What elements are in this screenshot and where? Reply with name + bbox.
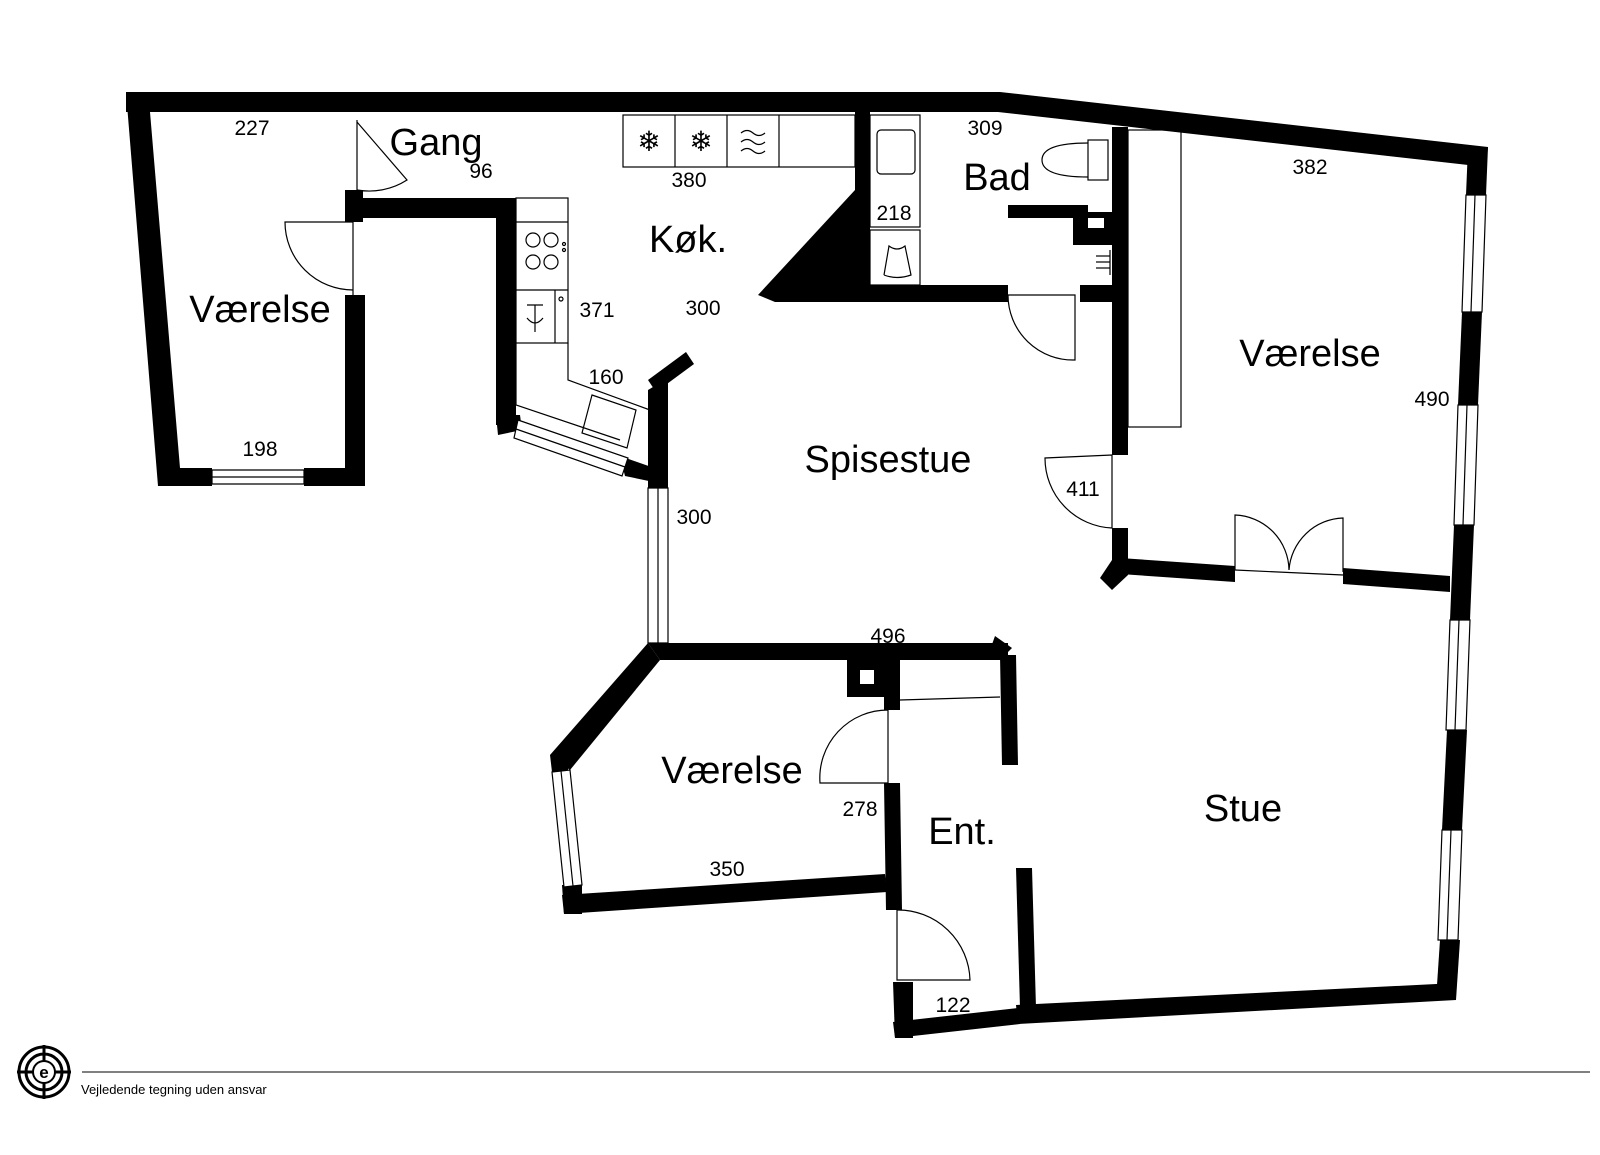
door-entre [896,909,971,981]
dimension-labels: 227 96 380 309 382 218 371 300 160 198 4… [234,117,1449,1017]
wall-bath-fill [775,200,870,302]
room-label-spisestue: Spisestue [805,439,972,481]
dim-160: 160 [588,366,623,389]
window-east-3 [1445,619,1471,731]
wall-bath-diag [758,190,870,302]
fridge-icon: ❄ [689,125,712,158]
doors [284,120,1344,981]
dim-496: 496 [870,625,905,648]
walls [126,92,1488,1038]
dim-411: 411 [1066,478,1099,501]
wall-gang-stub [345,190,363,222]
wall-north [126,92,1000,112]
wall-vs-south [562,874,887,914]
fixtures: ❄ ❄ [515,114,1182,449]
window-east-4 [1437,829,1463,941]
door-double [1234,514,1344,572]
stove-icon [525,232,567,270]
wall-ne-west-1 [1112,127,1128,455]
room-label-vaerelse-s: Værelse [661,750,803,792]
wall-kitchen-east [648,378,668,488]
shower-icon [1096,250,1111,275]
room-label-bad: Bad [963,157,1031,199]
dim-350: 350 [709,858,744,881]
wall-vs-sw [562,885,582,914]
wall-kitchen-west [496,198,516,425]
toilet-icon [1041,139,1109,181]
wall-east-2 [1458,312,1482,405]
wall-vs-diag [550,643,660,770]
door-ne-room [1044,454,1113,529]
wall-bath-south-2 [1080,285,1120,302]
room-label-gang: Gang [390,122,483,164]
dim-218: 218 [876,202,911,225]
bath-washer [869,229,921,286]
dim-278: 278 [842,798,877,821]
dishwasher-icon [740,129,766,155]
wardrobe [1127,129,1182,428]
wall-east-nw [345,295,365,486]
wall-bath-inner [1008,205,1088,218]
kitchen-counter-side [515,197,569,344]
wall-west [126,92,180,486]
dim-382: 382 [1292,156,1327,179]
wall-south-nw-1 [158,468,212,486]
wall-ne-south-1 [1120,558,1235,582]
wall-bath-south-1 [775,285,1008,302]
wall-south-entre [893,1008,1020,1038]
oven-icon [526,290,564,343]
bath-sink [869,114,921,228]
logo-letter: e [39,1063,48,1082]
wall-north-slant [998,92,1488,167]
wall-ne-south-2 [1343,568,1450,592]
wall-dining-south [648,643,1008,660]
wall-entre-sw [893,982,913,1038]
dim-300-dining: 300 [676,506,711,529]
disclaimer-text: Vejledende tegning uden ansvar [81,1082,267,1097]
dim-490: 490 [1414,388,1449,411]
room-labels: Værelse Gang Køk. Bad Værelse Spisestue … [189,122,1381,853]
dim-122: 122 [935,994,970,1017]
footer: e Vejledende tegning uden ansvar [17,1045,1590,1099]
kitchen-sink [581,394,637,449]
dim-300-kitchen: 300 [685,297,720,320]
wall-east-3 [1450,525,1474,620]
wall-entre-east-2 [1016,868,1036,1008]
freezer-icon: ❄ [637,125,660,158]
wall-gang-south [345,198,510,218]
room-label-stue: Stue [1204,788,1282,830]
wall-bath-west [855,112,870,210]
room-label-vaerelse-ne: Værelse [1239,333,1381,375]
dim-227: 227 [234,117,269,140]
wall-vs-west-top [550,755,568,772]
window-east-1 [1461,194,1487,313]
wall-east-1 [1466,147,1488,195]
door-vs [819,709,889,784]
kitchen-counter-top [622,114,856,168]
wall-bath-box [1073,212,1112,245]
logo-icon: e [17,1045,71,1099]
dim-198: 198 [242,438,277,461]
dim-96: 96 [469,160,492,183]
door-bath [1007,294,1076,361]
room-label-entre: Ent. [928,811,996,853]
window-east-2 [1453,404,1479,526]
dim-380: 380 [671,169,706,192]
wall-dining-corner [990,636,1012,660]
room-label-vaerelse-nw: Værelse [189,289,331,331]
wall-kitchen-diag [648,352,694,392]
door-nw-room [284,221,354,291]
dim-309: 309 [967,117,1002,140]
wall-south-stue [1016,983,1456,1024]
wall-entre-west-2 [884,783,902,910]
wall-entre-east-1 [1000,655,1018,765]
wall-east-4 [1442,730,1467,830]
windows [211,194,1487,941]
room-label-kokken: Køk. [649,219,727,261]
wall-ne-corner [1100,560,1128,590]
door-gang [356,121,408,192]
dim-371: 371 [579,299,614,322]
